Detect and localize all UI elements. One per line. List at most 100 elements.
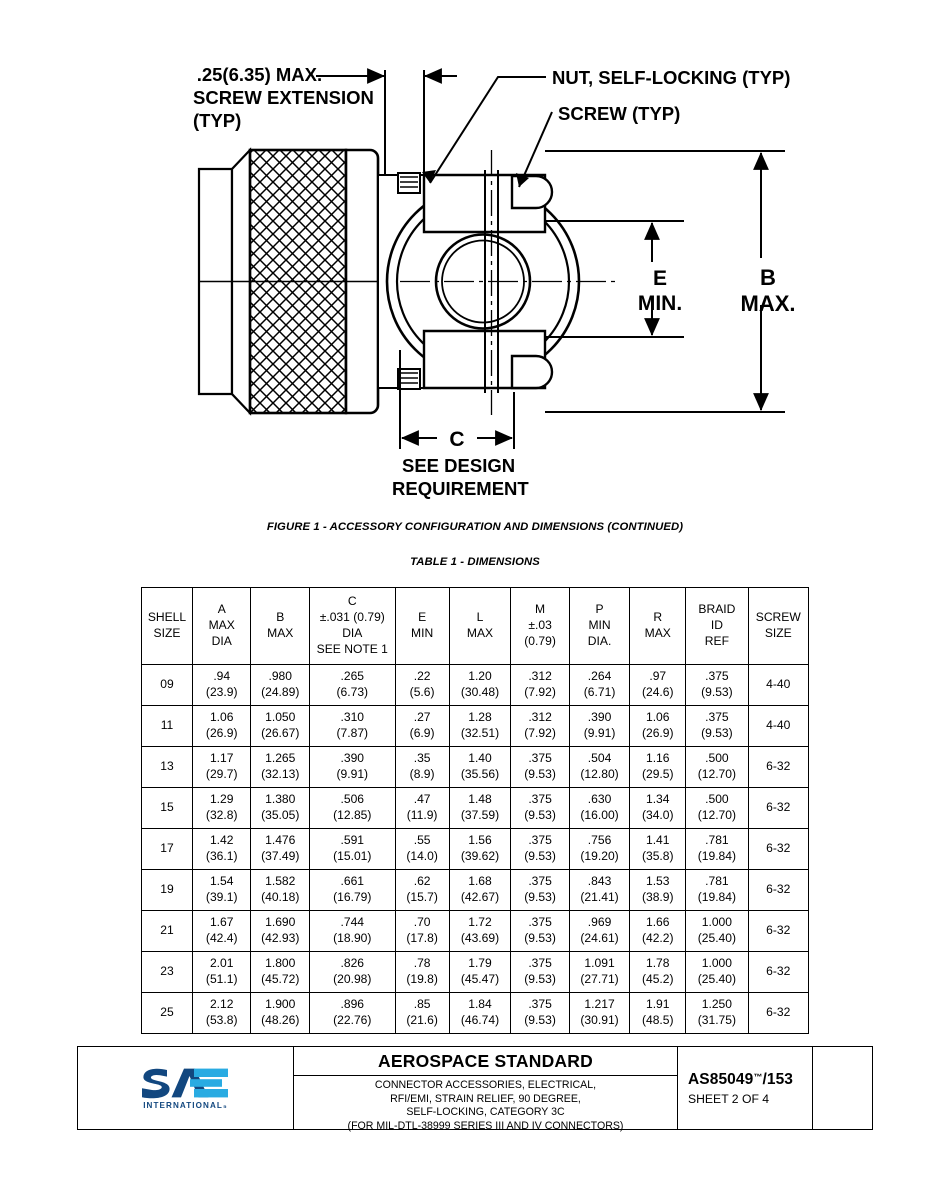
value-inch: .756 <box>587 833 612 848</box>
cell-c: .744(18.90) <box>309 910 396 952</box>
cell-m: .375(9.53) <box>510 787 570 829</box>
value-inch: 1.40 <box>468 751 492 766</box>
aerospace-standard-title: AEROSPACE STANDARD <box>294 1047 677 1076</box>
cell-l: 1.68(42.67) <box>448 869 512 911</box>
header-line-1: MAX <box>644 626 671 640</box>
cell-a: 2.01(51.1) <box>191 951 252 993</box>
value-inch: 1.78 <box>645 956 670 971</box>
screw-label: SCREW (TYP) <box>558 103 680 124</box>
value-inch: 1.29 <box>209 792 234 807</box>
value-inch: 1.48 <box>468 792 492 807</box>
cell-shell-size: 13 <box>141 746 193 788</box>
value-mm: (29.7) <box>205 767 238 781</box>
value-inch: .94 <box>213 669 231 684</box>
value-mm: (39.62) <box>460 849 500 863</box>
value-inch: 1.800 <box>265 956 296 971</box>
cell-screw-size: 6-32 <box>747 992 810 1034</box>
cell-r: 1.41(35.8) <box>629 828 687 870</box>
header-line-0: E <box>418 610 427 625</box>
cell-b: 1.476(37.49) <box>250 828 310 870</box>
cell-p: .264(6.71) <box>568 664 631 706</box>
table-caption: TABLE 1 - DIMENSIONS <box>410 556 540 568</box>
value-inch: .781 <box>705 874 729 889</box>
sae-logo-cell: INTERNATIONAL₅ <box>78 1047 294 1129</box>
value-mm: (32.51) <box>460 726 500 740</box>
value-mm: (9.53) <box>524 1013 556 1027</box>
value-mm: (25.40) <box>697 972 737 986</box>
value-inch: .591 <box>340 833 365 848</box>
header-line-0: B <box>276 610 285 625</box>
cell-b: .980(24.89) <box>250 664 310 706</box>
cell-shell-size: 15 <box>141 787 193 829</box>
value-mm: (21.6) <box>406 1013 438 1027</box>
figure-caption: FIGURE 1 - ACCESSORY CONFIGURATION AND D… <box>266 521 684 533</box>
cell-l: 1.28(32.51) <box>448 705 512 747</box>
value-mm: (24.89) <box>261 685 300 699</box>
cell-c: .896(22.76) <box>309 992 396 1034</box>
value-mm: (45.72) <box>261 972 300 986</box>
sae-logo: INTERNATIONAL₅ <box>140 1066 232 1110</box>
value-inch: 1.476 <box>265 833 296 848</box>
lower-screw-shank <box>397 368 421 390</box>
cell-braid-id: 1.000(25.40) <box>685 910 749 952</box>
header-line-1: SIZE <box>153 626 181 640</box>
value-inch: .390 <box>340 751 365 766</box>
header-line-0: SHELL <box>147 610 187 625</box>
subtitle-line-0: CONNECTOR ACCESSORIES, ELECTRICAL, <box>374 1079 597 1091</box>
value-inch: .843 <box>587 874 612 889</box>
cell-b: 1.050(26.67) <box>250 705 310 747</box>
value-inch: 1.72 <box>468 915 492 930</box>
sae-logo-mark <box>141 1068 228 1099</box>
header-line-1: MAX <box>267 626 294 640</box>
cell-l: 1.48(37.59) <box>448 787 512 829</box>
dimension-b-label-line2: MAX. <box>741 291 796 316</box>
table-row: 09.94(23.9).980(24.89).265(6.73).22(5.6)… <box>141 664 810 706</box>
cell-b: 1.265(32.13) <box>250 746 310 788</box>
value-mm: (16.79) <box>333 890 372 904</box>
value-mm: (37.59) <box>460 808 500 822</box>
value-inch: .27 <box>413 710 431 725</box>
cell-r: .97(24.6) <box>629 664 687 706</box>
design-requirement-line1: SEE DESIGN <box>402 455 515 476</box>
cell-r: 1.66(42.2) <box>629 910 687 952</box>
value-mm: (9.91) <box>336 767 369 781</box>
cell-braid-id: 1.000(25.40) <box>685 951 749 993</box>
cell-a: 1.29(32.8) <box>191 787 252 829</box>
cell-a: 1.17(29.7) <box>191 746 252 788</box>
value-mm: (42.2) <box>641 931 674 945</box>
cell-screw-size: 6-32 <box>747 951 810 993</box>
cell-m: .375(9.53) <box>510 910 570 952</box>
sae-letter-e-bottom <box>193 1088 228 1098</box>
value-mm: (42.93) <box>261 931 300 945</box>
value-inch: .506 <box>340 792 365 807</box>
value-inch: 1.000 <box>701 956 733 971</box>
cell-shell-size: 17 <box>141 828 193 870</box>
cell-e: .47(11.9) <box>394 787 450 829</box>
value-inch: .896 <box>340 997 365 1012</box>
sae-international-text: INTERNATIONAL₅ <box>143 1100 228 1110</box>
value-mm: (25.40) <box>697 931 737 945</box>
cell-screw-size: 6-32 <box>747 746 810 788</box>
cell-r: 1.53(38.9) <box>629 869 687 911</box>
value-inch: 1.217 <box>584 997 615 1012</box>
accessory-drawing-svg: .25(6.35) MAX. SCREW EXTENSION (TYP) NUT… <box>193 64 796 499</box>
value-inch: 2.01 <box>209 956 234 971</box>
cell-p: .390(9.91) <box>568 705 631 747</box>
value-mm: (32.8) <box>205 808 238 822</box>
value-inch: .310 <box>340 710 365 725</box>
value-inch: 1.06 <box>209 710 234 725</box>
cell-a: 1.67(42.4) <box>191 910 252 952</box>
value-mm: (9.53) <box>701 685 733 699</box>
cell-shell-size: 25 <box>141 992 193 1034</box>
screw-extension-label-line2: SCREW EXTENSION <box>193 87 374 108</box>
header-line-2: DIA <box>211 633 232 648</box>
value-mm: (15.7) <box>406 890 438 904</box>
value-inch: .375 <box>705 710 729 725</box>
subtitle-line-2: SELF-LOCKING, CATEGORY 3C <box>406 1106 565 1119</box>
value-mm: (16.00) <box>580 808 619 822</box>
cell-braid-id: .500(12.70) <box>685 746 749 788</box>
